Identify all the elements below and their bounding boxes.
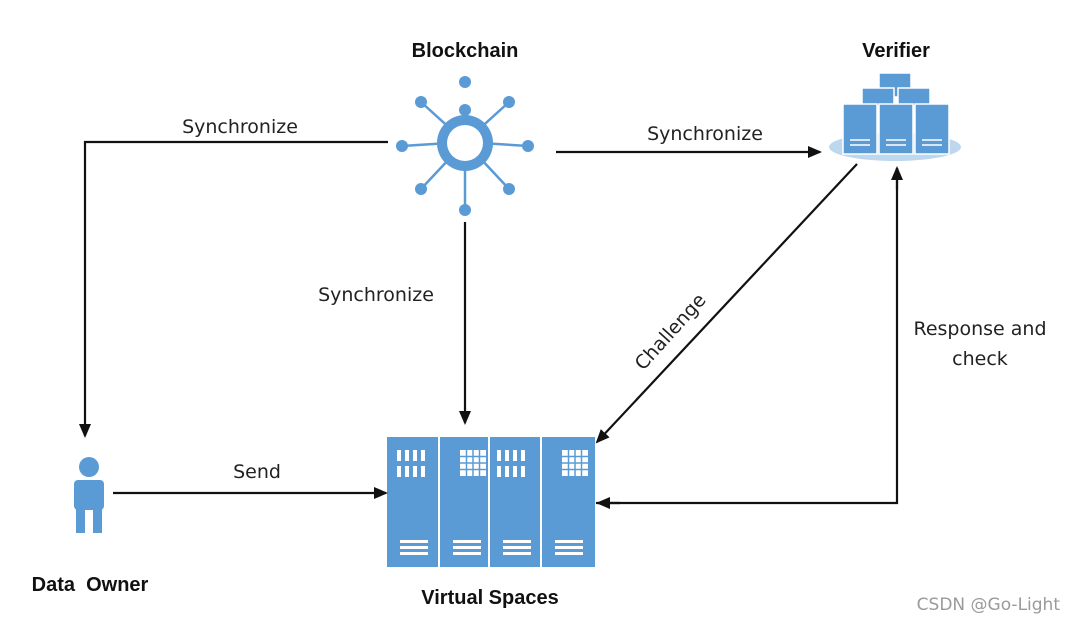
verifier-server-icon (829, 72, 961, 161)
watermark: CSDN @Go-Light (917, 595, 1061, 615)
arrow-blockchain-to-owner (79, 140, 388, 438)
virtual-spaces-title: Virtual Spaces (421, 587, 558, 609)
label-response-line2: check (952, 348, 1008, 370)
arrow-verifier-to-spaces (595, 163, 858, 444)
virtual-spaces-rack-icon (387, 437, 595, 567)
label-send: Send (233, 461, 281, 483)
blockchain-icon (396, 76, 534, 216)
data-owner-title: Data Owner (32, 574, 149, 596)
blockchain-title: Blockchain (412, 40, 519, 62)
arrow-spaces-to-verifier-line (596, 168, 899, 505)
label-synchronize-spaces: Synchronize (318, 284, 434, 306)
data-owner-person-icon (74, 457, 104, 533)
label-synchronize-verifier: Synchronize (647, 123, 763, 145)
label-synchronize-owner: Synchronize (182, 116, 298, 138)
label-response-line1: Response and (913, 318, 1046, 340)
verifier-title: Verifier (862, 40, 930, 62)
